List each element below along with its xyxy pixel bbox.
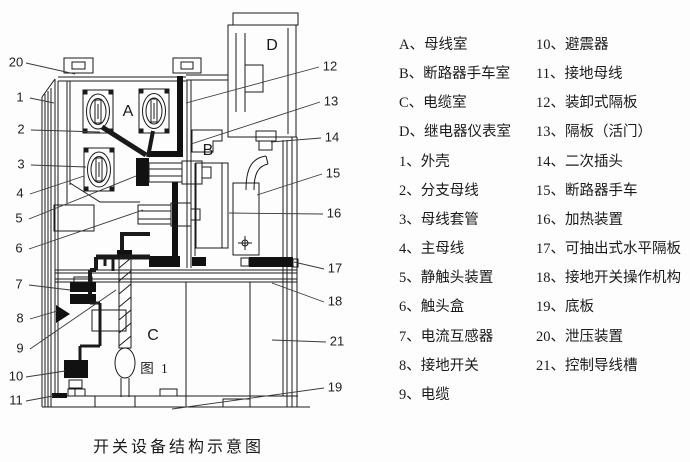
callout-6: 6	[15, 240, 23, 256]
callout-10: 10	[8, 368, 24, 384]
callout-11: 11	[9, 392, 23, 408]
busbar-bushing-1	[82, 89, 114, 134]
callout-14: 14	[324, 129, 340, 145]
lifting-lug-left	[63, 57, 94, 74]
legend-column-1: A、母线室 B、断路器手车室 C、电缆室 D、继电器仪表室 1、外壳 2、分支母线 3、母线…	[399, 31, 511, 410]
partition-shutter	[186, 80, 196, 268]
current-transformer	[70, 282, 96, 304]
callout-8: 8	[16, 310, 24, 326]
compartment-letter-B: B	[202, 142, 214, 159]
figure-number-label: 图 1	[140, 361, 170, 376]
static-contact-device	[148, 160, 212, 185]
callout-3: 3	[17, 156, 25, 172]
legend-column-2: 10、避震器 11、接地母线 12、装卸式隔板 13、隔板（活门） 14、二次插头 15、…	[536, 31, 681, 381]
callout-18: 18	[327, 293, 343, 309]
legend-item-12: 12、装卸式隔板	[536, 95, 638, 112]
earthing-switch-handle	[56, 305, 70, 323]
legend-item-16: 16、加热装置	[536, 211, 623, 228]
horizontal-partition-bar	[249, 257, 293, 267]
legend-item-17: 17、可抽出式水平隔板	[536, 241, 681, 258]
legend-item-3: 3、母线套管	[399, 211, 479, 228]
legend-item-7: 7、电流互感器	[399, 328, 494, 345]
busbar-conductors	[136, 76, 206, 267]
breaker-truck-body	[195, 162, 229, 249]
leader-lines	[25, 62, 327, 410]
legend-item-A: A、母线室	[399, 37, 468, 53]
lifting-lug-right	[172, 57, 202, 74]
callout-17: 17	[327, 260, 343, 276]
callout-13: 13	[323, 93, 339, 109]
legend-item-8: 8、接地开关	[399, 357, 479, 374]
legend-item-15: 15、断路器手车	[536, 182, 638, 199]
callout-19: 19	[327, 379, 343, 395]
compartment-letter-C: C	[147, 327, 159, 344]
legend-item-1: 1、外壳	[399, 153, 450, 170]
legend-item-20: 20、泄压装置	[536, 328, 623, 345]
compartment-letter-A: A	[122, 103, 134, 120]
cable-termination	[114, 347, 136, 379]
legend-item-B: B、断路器手车室	[399, 66, 511, 83]
center-cross	[238, 236, 252, 250]
callout-2: 2	[17, 121, 25, 137]
legend-item-2: 2、分支母线	[399, 182, 479, 199]
relay-box	[227, 24, 297, 138]
legend-item-C: C、电缆室	[399, 95, 467, 112]
callout-5: 5	[15, 210, 23, 226]
callout-12: 12	[322, 58, 338, 74]
legend-item-5: 5、静触头装置	[399, 270, 494, 287]
compartment-letter-D: D	[266, 37, 278, 54]
callout-7: 7	[15, 276, 23, 292]
callout-15: 15	[325, 165, 341, 181]
busbar-bushing-3	[83, 147, 115, 192]
callout-16: 16	[326, 205, 342, 221]
truck-guard	[191, 129, 223, 153]
legend-item-18: 18、接地开关操作机构	[536, 270, 681, 287]
grounding-bus	[52, 393, 67, 398]
mid-partition	[55, 269, 297, 283]
legend-item-19: 19、底板	[536, 299, 594, 316]
legend-item-21: 21、控制导线槽	[536, 357, 638, 374]
callout-9: 9	[16, 340, 24, 356]
legend-item-9: 9、电缆	[399, 386, 450, 403]
surge-arrester	[64, 360, 88, 378]
legend-item-14: 14、二次插头	[536, 153, 623, 170]
legend-item-11: 11、接地母线	[536, 66, 623, 83]
left-wall-lines	[41, 78, 71, 407]
legend-item-D: D、继电器仪表室	[399, 124, 511, 141]
schematic-linework	[25, 12, 327, 410]
callout-4: 4	[16, 185, 24, 201]
top-cover	[58, 74, 228, 82]
legend-item-13: 13、隔板（活门）	[536, 124, 652, 141]
callout-21: 21	[329, 333, 345, 349]
legend-item-10: 10、避震器	[536, 37, 609, 53]
figure-caption: 开关设备结构示意图	[93, 439, 265, 456]
legend-item-4: 4、主母线	[399, 241, 465, 258]
truck-elbow	[245, 155, 269, 191]
legend-item-6: 6、触头盒	[399, 299, 465, 316]
callout-1: 1	[16, 89, 24, 105]
callout-20: 20	[8, 54, 24, 70]
